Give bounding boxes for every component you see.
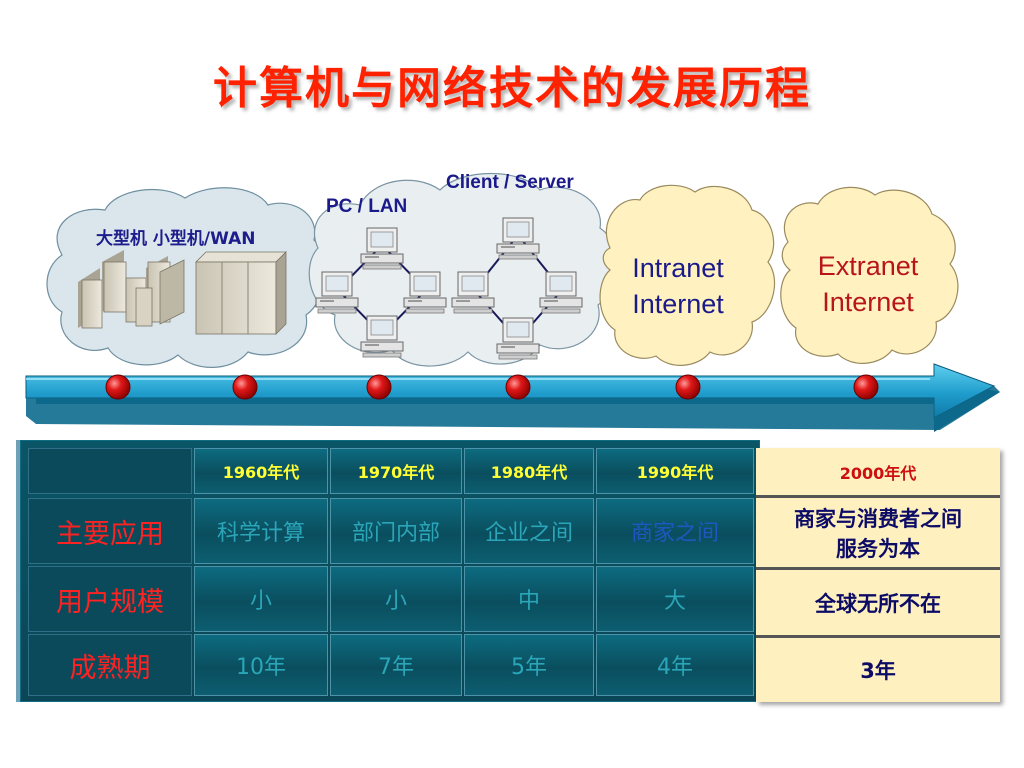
table-cell: 4年 [596,634,754,696]
table-cell: 部门内部 [330,498,462,564]
extranet-cloud [780,186,959,364]
decade-header-2000s: 2000年代 [756,448,1000,498]
extranet-line-1: Extranet [817,251,919,281]
mainframe-label: 大型机 小型机/WAN [96,229,256,249]
server-cabinet-icon [195,251,287,335]
milestone-dot-icon [505,374,531,400]
milestone-dot-icon [105,374,131,400]
table-cell: 科学计算 [194,498,328,564]
pc-workstation-icon [496,217,540,260]
intranet-line-2: Internet [632,289,724,319]
extranet-line-2: Internet [822,287,914,317]
row-label-main-application: 主要应用 [28,498,192,564]
pc-workstation-icon [496,317,540,360]
pc-workstation-icon [539,271,583,314]
table-cell: 10年 [194,634,328,696]
intranet-label: Intranet Internet [598,250,758,322]
pc-lan-label: PC / LAN [326,196,408,217]
client-server-label: Client / Server [446,172,574,193]
comparison-table: 1960年代 1970年代 1980年代 1990年代 主要应用 科学计算 部门… [16,440,1000,702]
decade-header: 1970年代 [330,448,462,494]
row-label-user-scale: 用户规模 [28,566,192,632]
page-title: 计算机与网络技术的发展历程 [213,63,811,114]
table-cell: 小 [194,566,328,632]
pc-workstation-icon [451,271,495,314]
cell-line: 服务为本 [836,536,920,561]
table-cell-highlight: 3年 [756,638,1000,702]
table-cell-highlight: 商家与消费者之间 服务为本 [756,498,1000,570]
table-cell: 小 [330,566,462,632]
pc-workstation-icon [403,271,447,314]
milestone-dot-icon [366,374,392,400]
intranet-cloud [599,184,776,366]
milestone-dot-icon [853,374,879,400]
cell-line: 全球无所不在 [815,591,941,616]
cell-line: 商家与消费者之间 [794,506,962,531]
table-cell: 中 [464,566,594,632]
pc-workstation-icon [360,227,404,270]
table-cell: 5年 [464,634,594,696]
mainframe-icon [78,250,185,329]
table-panel: 1960年代 1970年代 1980年代 1990年代 主要应用 科学计算 部门… [16,440,760,702]
table-cell: 企业之间 [464,498,594,564]
pc-workstation-icon [315,271,359,314]
table-cell: 大 [596,566,754,632]
diagram-scene [25,173,1000,432]
table-cell: 商家之间 [596,498,754,564]
row-label-maturity: 成熟期 [28,634,192,696]
table-cell-highlight: 全球无所不在 [756,570,1000,638]
decade-header: 1960年代 [194,448,328,494]
table-corner-cell [28,448,192,494]
intranet-line-1: Intranet [632,253,724,283]
cell-line: 3年 [860,659,896,683]
decade-header: 1990年代 [596,448,754,494]
milestone-dot-icon [232,374,258,400]
milestone-dot-icon [675,374,701,400]
milestone-markers [105,374,879,400]
pc-workstation-icon [360,315,404,358]
decade-header: 1980年代 [464,448,594,494]
extranet-label: Extranet Internet [788,248,948,320]
table-cell: 7年 [330,634,462,696]
highlight-column-2000s: 2000年代 商家与消费者之间 服务为本 全球无所不在 3年 [756,448,1000,702]
